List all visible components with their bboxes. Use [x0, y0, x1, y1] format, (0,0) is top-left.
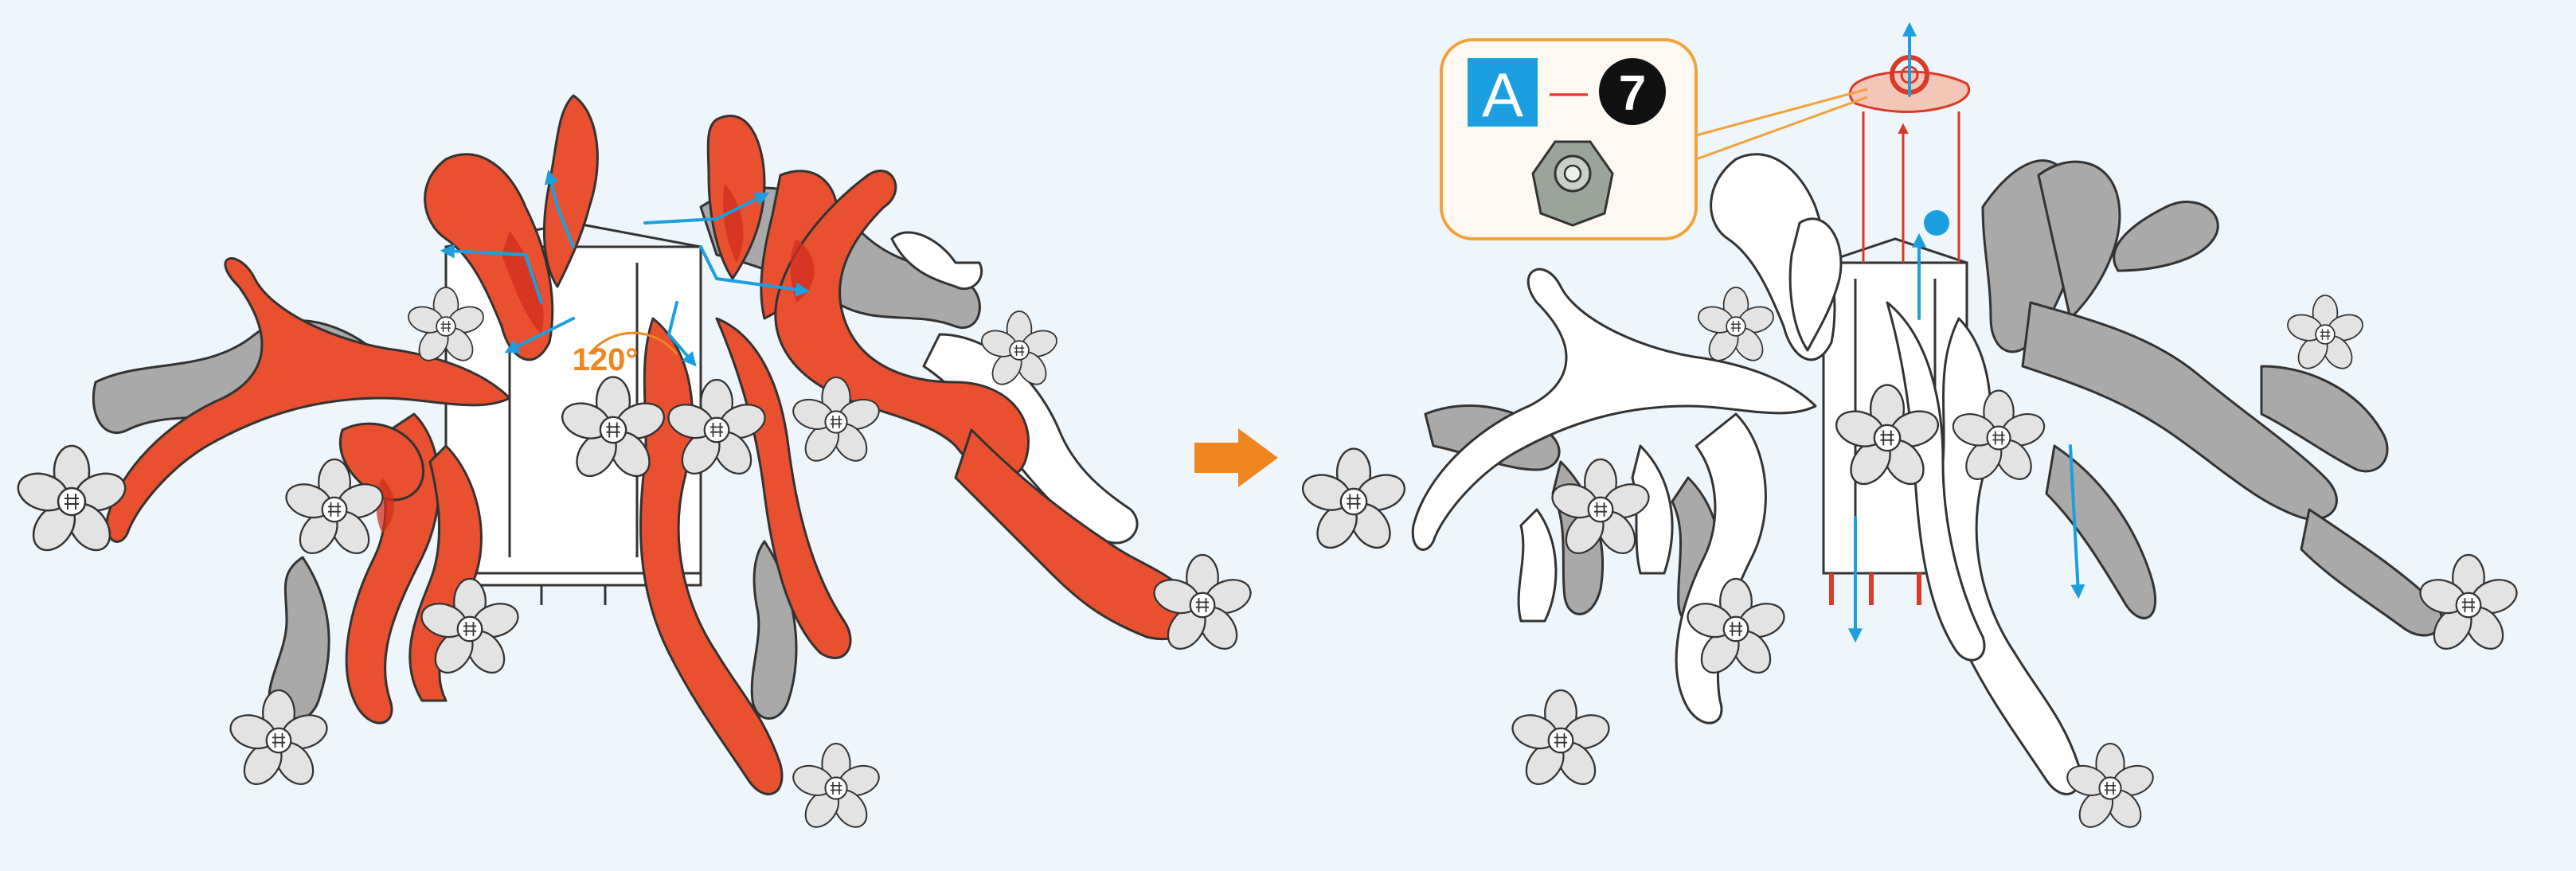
right-arrow-icon: [1194, 428, 1278, 487]
flower-icon: [788, 742, 884, 834]
flower-icon: [1148, 553, 1257, 657]
arrow-icon: [2069, 444, 2085, 600]
flower-icon: [2062, 742, 2158, 834]
insert-lines: [1862, 111, 1960, 263]
arrow-icon: [699, 245, 811, 297]
right-gray-arms: [1424, 159, 2443, 637]
marker-dot-icon: [1924, 210, 1949, 236]
flower-icon: [1297, 447, 1410, 557]
angle-label: 120°: [573, 342, 639, 377]
part-separator: —: [1550, 71, 1588, 113]
arrow-icon: [666, 301, 697, 367]
arrow-icon: [544, 170, 575, 248]
flower-icon: [2414, 553, 2523, 657]
angle-indicator: 120°: [573, 331, 678, 377]
left-assembly: 120°: [12, 94, 1257, 834]
flower-icon: [2283, 295, 2367, 375]
hex-nut-icon: [1531, 140, 1614, 227]
left-red-arms: [105, 94, 1198, 795]
right-motion-arrows: [1848, 21, 2085, 643]
arrow-icon: [643, 192, 770, 225]
part-callout: A — 7: [1440, 38, 1868, 240]
part-number-circle: [1599, 58, 1666, 125]
step-arrow: [1194, 428, 1278, 487]
left-motion-arrows: [440, 170, 811, 367]
arrow-icon: [440, 244, 543, 304]
part-number: 7: [1619, 66, 1646, 121]
right-assembly: [1297, 21, 2523, 834]
part-code-box: [1468, 58, 1538, 127]
arrow-icon: [504, 317, 575, 353]
flower-icon: [1694, 287, 1778, 367]
flower-icon: [1507, 689, 1615, 792]
part-code: A: [1482, 60, 1523, 130]
